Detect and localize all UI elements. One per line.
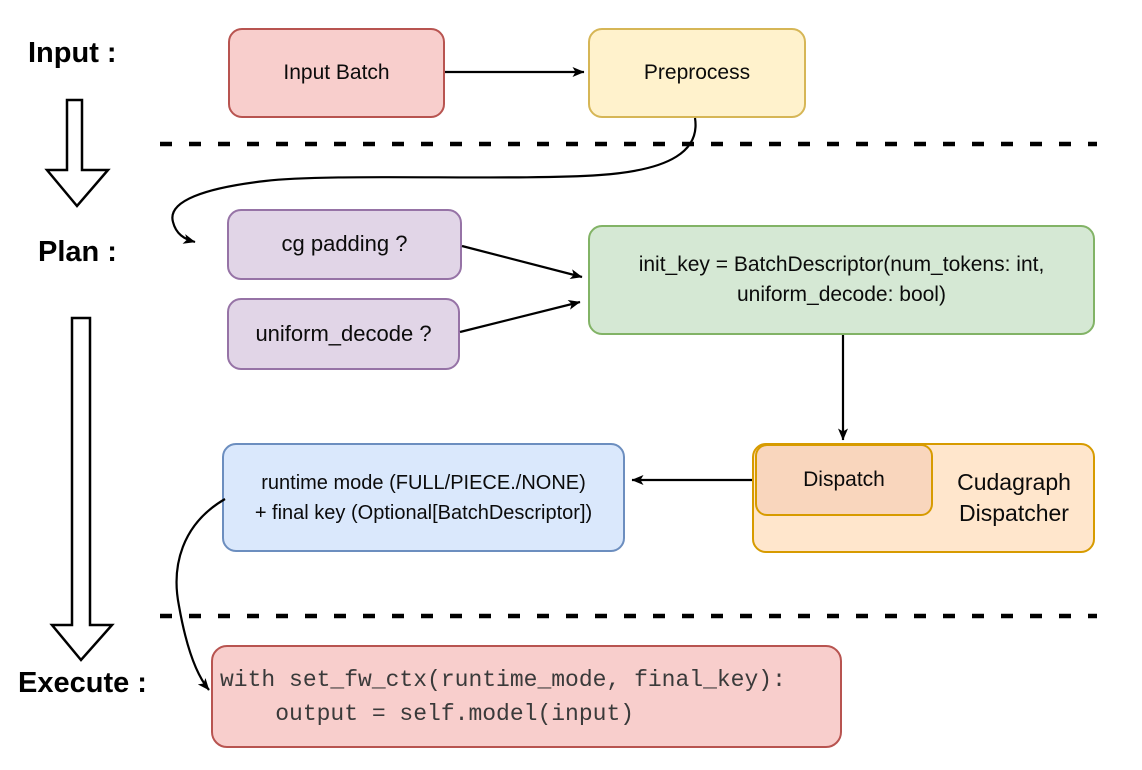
edge-uniform-decode-to-init-key bbox=[459, 299, 581, 334]
node-runtime-mode-line2: + final key (Optional[BatchDescriptor]) bbox=[254, 501, 593, 524]
execute-stage-label: Execute : bbox=[18, 667, 147, 699]
node-uniform-decode: uniform_decode ? bbox=[227, 298, 460, 370]
node-input-batch: Input Batch bbox=[228, 28, 445, 118]
cudagraph-dispatcher-label-text: Cudagraph Dispatcher bbox=[957, 467, 1071, 529]
cudagraph-label-line1: Cudagraph bbox=[957, 469, 1071, 495]
node-init-key-batch-descriptor: init_key = BatchDescriptor(num_tokens: i… bbox=[588, 225, 1095, 335]
node-init-key-line1: init_key = BatchDescriptor(num_tokens: i… bbox=[638, 253, 1045, 276]
cudagraph-label-line2: Dispatcher bbox=[959, 500, 1069, 526]
node-input-batch-label: Input Batch bbox=[283, 61, 390, 85]
input-flow-arrow bbox=[44, 98, 111, 208]
node-execute-code: with set_fw_ctx(runtime_mode, final_key)… bbox=[211, 645, 842, 748]
node-runtime-mode-final-key: runtime mode (FULL/PIECE./NONE) + final … bbox=[222, 443, 625, 552]
node-init-key-line2: uniform_decode: bool) bbox=[737, 283, 946, 306]
node-preprocess-label: Preprocess bbox=[643, 61, 751, 85]
node-dispatch-label: Dispatch bbox=[803, 468, 885, 492]
node-uniform-decode-label: uniform_decode ? bbox=[255, 320, 432, 346]
node-preprocess: Preprocess bbox=[588, 28, 806, 118]
execute-code-line2: output = self.model(input) bbox=[220, 700, 635, 727]
execute-code-line1: with set_fw_ctx(runtime_mode, final_key)… bbox=[220, 666, 786, 693]
cudagraph-dispatcher-label: Cudagraph Dispatcher bbox=[933, 443, 1095, 553]
input-stage-label: Input : bbox=[28, 37, 117, 69]
node-init-key-text: init_key = BatchDescriptor(num_tokens: i… bbox=[639, 250, 1045, 310]
plan-flow-arrow bbox=[49, 316, 115, 662]
node-runtime-mode-text: runtime mode (FULL/PIECE./NONE) + final … bbox=[255, 468, 592, 528]
node-dispatch: Dispatch bbox=[755, 444, 933, 516]
node-cg-padding: cg padding ? bbox=[227, 209, 462, 280]
plan-stage-label: Plan : bbox=[38, 236, 117, 268]
execute-code-text: with set_fw_ctx(runtime_mode, final_key)… bbox=[220, 663, 786, 731]
edge-cg-padding-to-init-key bbox=[461, 244, 583, 279]
node-runtime-mode-line1: runtime mode (FULL/PIECE./NONE) bbox=[261, 471, 586, 494]
node-cg-padding-label: cg padding ? bbox=[281, 231, 408, 257]
